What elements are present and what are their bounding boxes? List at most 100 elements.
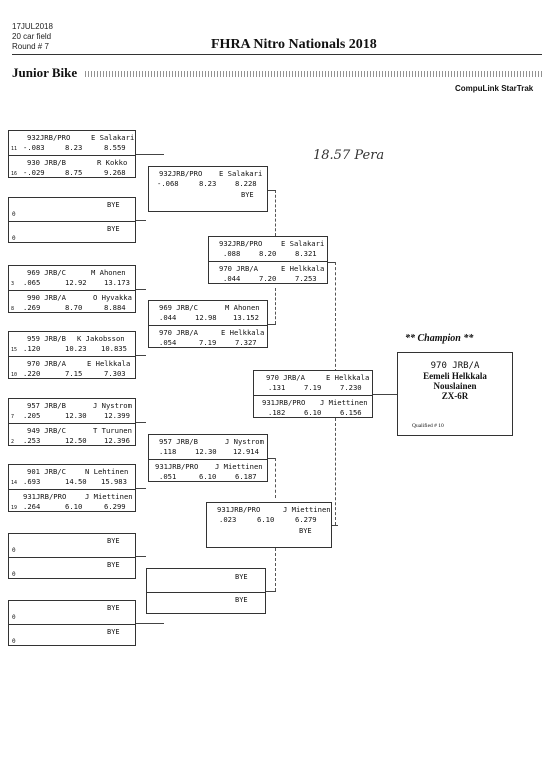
dial-in: 6.10 — [65, 502, 83, 511]
reaction-time: .205 — [23, 411, 41, 420]
connector — [275, 458, 276, 498]
lane-zero: 0 — [12, 211, 16, 218]
racer-name: E Helkkala — [326, 373, 370, 382]
connector — [332, 525, 338, 526]
connector — [335, 262, 336, 372]
racer-name: E Salakari — [219, 169, 263, 178]
elapsed-time: 8.559 — [104, 143, 126, 152]
connector — [136, 289, 146, 290]
class-title: Junior Bike — [12, 65, 78, 80]
racer-name: M Ahonen — [91, 268, 126, 277]
lane-number: 16 — [11, 171, 18, 177]
racer-name: R Kokko — [97, 158, 128, 167]
connector — [136, 623, 164, 624]
reaction-time: .118 — [159, 447, 177, 456]
elapsed-time: 6.187 — [235, 472, 257, 481]
connector — [266, 591, 276, 592]
class-code: 969 JRB/C — [27, 268, 66, 277]
dial-in: 7.19 — [304, 383, 322, 392]
dial-in: 6.10 — [257, 515, 275, 524]
class-code: 990 JRB/A — [27, 293, 66, 302]
reaction-time: .065 — [23, 278, 41, 287]
bye-label: BYE — [299, 527, 312, 535]
lane-number: 3 — [11, 281, 15, 287]
class-code: 931JRB/PRO — [262, 398, 306, 407]
champion-team: Nouslainen — [433, 381, 477, 391]
reaction-time: .054 — [159, 338, 177, 347]
lane-number: 11 — [11, 146, 18, 152]
class-code: 957 JRB/B — [159, 437, 198, 446]
class-code: 970 JRB/A — [266, 373, 305, 382]
class-code: 932JRB/PRO — [159, 169, 203, 178]
champion-label: ** Champion ** — [405, 333, 474, 344]
connector — [136, 488, 146, 489]
bye-label: BYE — [235, 573, 248, 581]
class-code: 969 JRB/C — [159, 303, 198, 312]
elapsed-time: 12.914 — [233, 447, 259, 456]
racer-name: E Helkkala — [221, 328, 265, 337]
round1-match-8: BYE 0 BYE 0 — [8, 600, 136, 646]
connector — [136, 422, 146, 423]
lane-number: 7 — [11, 414, 15, 420]
class-code: 932JRB/PRO — [219, 239, 263, 248]
round1-match-2-bottom: BYE 0 — [9, 221, 135, 244]
bye-label: BYE — [107, 537, 120, 545]
elapsed-time: 15.983 — [101, 477, 127, 486]
dial-in: 8.23 — [65, 143, 83, 152]
reaction-time: .051 — [159, 472, 177, 481]
dial-in: 7.19 — [199, 338, 217, 347]
handwritten-note: 18.57 Pera — [313, 148, 385, 163]
round2-match-4-top: BYE — [147, 569, 265, 592]
bye-label: BYE — [235, 596, 248, 604]
reaction-time: .269 — [23, 303, 41, 312]
class-code: 932JRB/PRO — [27, 133, 71, 142]
class-code: 931JRB/PRO — [23, 492, 67, 501]
connector — [136, 556, 146, 557]
champion-class: 970 JRB/A — [430, 361, 480, 371]
elapsed-time: 13.173 — [104, 278, 130, 287]
lane-number: 19 — [11, 505, 18, 511]
class-title-rule — [85, 71, 543, 77]
elapsed-time: 7.327 — [235, 338, 257, 347]
lane-zero: 0 — [12, 638, 16, 645]
round1-match-7-bottom: BYE 0 — [9, 557, 135, 580]
dial-in: 8.23 — [199, 179, 217, 188]
dial-in: 7.15 — [65, 369, 83, 378]
elapsed-time: 9.268 — [104, 168, 126, 177]
dial-in: 8.75 — [65, 168, 83, 177]
lane-number: 8 — [11, 306, 15, 312]
elapsed-time: 8.321 — [295, 249, 317, 258]
lane-zero: 0 — [12, 614, 16, 621]
lane-number: 10 — [11, 372, 18, 378]
elapsed-time: 7.303 — [104, 369, 126, 378]
bye-label: BYE — [107, 561, 120, 569]
champion-box: 970 JRB/A Eemeli Helkkala Nouslainen ZX-… — [397, 352, 513, 436]
bye-label: BYE — [107, 201, 120, 209]
class-code: 959 JRB/B — [27, 334, 66, 343]
dial-in: 6.10 — [304, 408, 322, 417]
racer-name: J Miettinen — [283, 505, 331, 514]
bye-label: BYE — [107, 604, 120, 612]
racer-name: J Miettinen — [320, 398, 368, 407]
elapsed-time: 6.156 — [340, 408, 362, 417]
dial-in: 14.50 — [65, 477, 87, 486]
round2-match-4-bottom: BYE — [147, 592, 265, 615]
racer-name: J Miettinen — [215, 462, 263, 471]
dial-in: 8.20 — [259, 249, 277, 258]
connector — [335, 418, 336, 525]
elapsed-time: 10.835 — [101, 344, 127, 353]
